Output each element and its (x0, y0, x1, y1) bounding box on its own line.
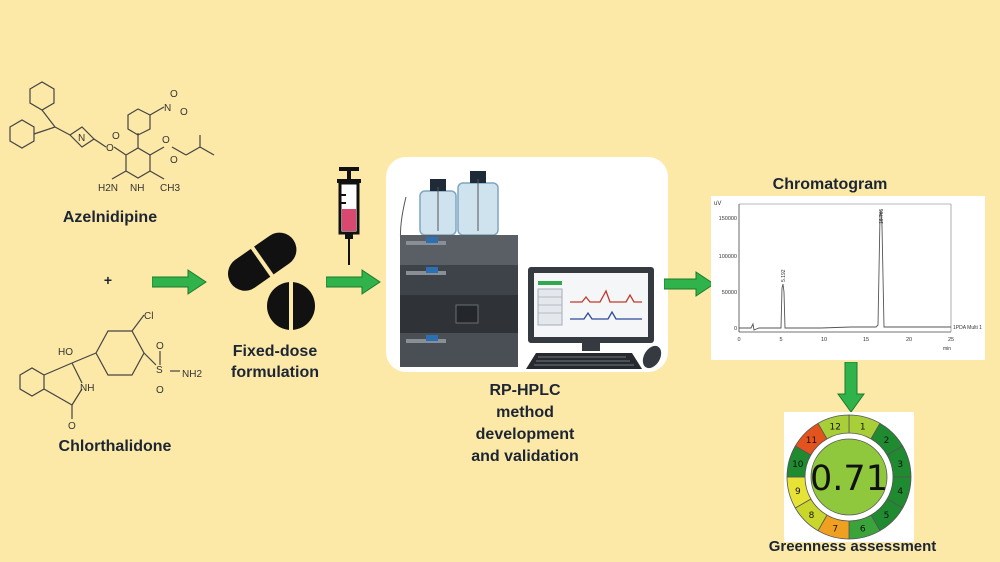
formulation-text: Fixed-dose formulation (231, 343, 319, 381)
ester-o-atom-3: O (162, 135, 170, 146)
chromatogram-plot: uV 150000 100000 50000 0 0 5 10 15 20 25… (711, 196, 985, 360)
methyl-label: CH3 (160, 183, 180, 194)
nitro-o-atom-2: O (180, 107, 188, 118)
hplc-system-illustration (386, 157, 668, 372)
sulfonyl-o-label-2: O (156, 385, 164, 396)
azetidine-n-atom: N (78, 133, 85, 144)
ester-o-atom-4: O (170, 155, 178, 166)
agree-segment-label: 5 (884, 511, 890, 521)
agree-segment-label: 3 (897, 460, 903, 470)
solvent-bottle-icon-2 (457, 171, 499, 236)
plus-sign: + (103, 272, 113, 288)
agree-segment-label: 8 (809, 511, 815, 521)
monitor-icon (528, 267, 654, 351)
sulfonyl-o-label: O (156, 341, 164, 352)
x-tick-label: 15 (863, 337, 869, 343)
sulfur-label: S (156, 365, 163, 376)
arrow-right-icon (152, 269, 207, 295)
y-unit-label: uV (714, 201, 721, 207)
y-tick-label: 150000 (719, 216, 737, 222)
y-tick-label: 0 (734, 326, 737, 332)
chromatogram-title: Chromatogram (772, 176, 888, 193)
x-tick-label: 5 (779, 337, 782, 343)
syringe-icon (337, 167, 361, 265)
agree-segment-label: 4 (897, 487, 903, 497)
agree-segment-label: 7 (832, 525, 838, 535)
nitro-n-atom: N (164, 103, 171, 114)
pill-tablets-icon (228, 232, 315, 332)
azelnidipine-structure: N O O N O O O O H2N NH CH3 (9, 81, 215, 194)
arrow-right-icon (326, 269, 381, 295)
chromatogram-trace (739, 209, 951, 331)
peak-label: 5.192 (781, 269, 787, 282)
arrow-down-icon (837, 362, 865, 413)
ester-o-atom: O (106, 143, 114, 154)
mouse-icon (642, 345, 662, 369)
hplc-modules (400, 235, 518, 367)
azelnidipine-label: Azelnidipine (62, 209, 158, 226)
amine-label: H2N (98, 183, 118, 194)
agree-segment-label: 9 (795, 487, 801, 497)
lactam-o-label: O (68, 421, 76, 430)
method-label: RP-HPLC method development and validatio… (440, 380, 610, 468)
formulation-label: Fixed-dose formulation (210, 341, 340, 383)
greenness-label: Greenness assessment (768, 538, 937, 555)
sulfonamide-nh2-label: NH2 (182, 369, 202, 380)
agree-segment (817, 414, 850, 440)
dhp-nh-label: NH (130, 183, 144, 194)
x-tick-label: 0 (737, 337, 740, 343)
lactam-nh-label: NH (80, 383, 94, 394)
chlorthalidone-structure: HO NH O Cl S O O NH2 (19, 311, 202, 430)
agree-segment-label: 1 (860, 422, 866, 432)
chlorine-label: Cl (144, 311, 153, 322)
trace-label: 1PDA Multi 1 (953, 325, 982, 331)
agree-segment-label: 2 (884, 436, 890, 446)
y-tick-label: 100000 (719, 254, 737, 260)
y-tick-label: 50000 (722, 290, 737, 296)
hydroxyl-label: HO (58, 347, 73, 358)
x-tick-label: 20 (906, 337, 912, 343)
ester-o-atom-2: O (112, 131, 120, 142)
arrow-right-icon (664, 271, 715, 297)
agree-segment-label: 6 (860, 525, 866, 535)
agree-center (810, 438, 888, 516)
nitro-o-atom: O (170, 89, 178, 100)
x-unit-label: min (943, 346, 951, 352)
chlorthalidone-label: Chlorthalidone (58, 438, 172, 455)
agree-score: 0.71 (810, 459, 888, 499)
method-text: RP-HPLC method development and validatio… (471, 382, 579, 465)
agree-segment-label: 11 (806, 436, 817, 446)
peak-label: 16.765 (879, 208, 885, 224)
agree-segment-label: 12 (830, 422, 841, 432)
x-tick-label: 10 (821, 337, 827, 343)
x-tick-label: 25 (948, 337, 954, 343)
agree-segment-label: 10 (792, 460, 804, 470)
